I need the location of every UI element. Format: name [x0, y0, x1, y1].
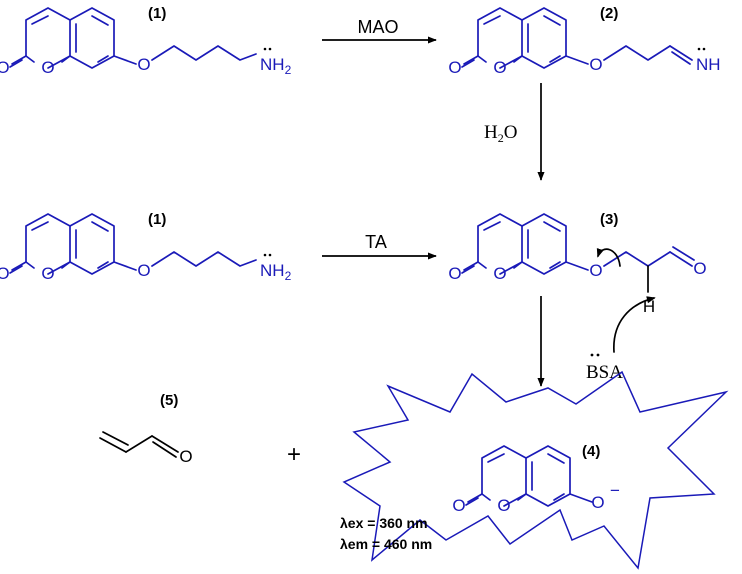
electron-push-arrow [596, 248, 621, 267]
svg-text:NH2: NH2 [260, 261, 292, 283]
reagent-mao: MAO [357, 17, 398, 37]
ring-oxygen: O [493, 264, 506, 283]
compound-label: (4) [582, 443, 600, 460]
ring-oxygen: O [41, 58, 54, 77]
compound-2: O O O NH (2) [448, 5, 720, 77]
compound-1-top: O O O NH2 (1) [0, 5, 292, 77]
compound-label: (1) [148, 5, 166, 22]
ether-oxygen: O [137, 261, 150, 280]
compound-label: (5) [160, 392, 178, 409]
negative-charge: − [610, 481, 620, 500]
ether-oxygen: O [589, 55, 602, 74]
compound-5: O (5) [99, 392, 193, 466]
emission-wavelength: λem = 460 nm [340, 536, 432, 552]
compound-label: (2) [600, 5, 618, 22]
ether-oxygen: O [137, 55, 150, 74]
base-attack-arrow [613, 296, 656, 353]
svg-text:NH: NH [696, 55, 721, 74]
compound-1-middle: O O O NH2 (1) [0, 211, 292, 283]
carbonyl-oxygen: O [448, 58, 461, 77]
compound-label: (3) [600, 211, 618, 228]
ether-oxygen: O [589, 261, 602, 280]
compound-3: O O O O H (3) [448, 211, 706, 316]
amine-group: NH2 [260, 253, 292, 283]
plus-sign: + [287, 441, 301, 468]
excitation-wavelength: λex = 360 nm [340, 515, 428, 531]
carbonyl-oxygen: O [0, 58, 10, 77]
ring-oxygen: O [41, 264, 54, 283]
fluorescence-starburst [342, 370, 729, 570]
carbonyl-oxygen: O [0, 264, 10, 283]
reagent-ta: TA [365, 232, 387, 252]
compound-label: (1) [148, 211, 166, 228]
aldehyde-oxygen: O [693, 259, 706, 278]
reagent-water: H2O [484, 122, 517, 145]
carbonyl-oxygen: O [452, 496, 465, 515]
ring-oxygen: O [497, 496, 510, 515]
svg-text:NH2: NH2 [260, 55, 292, 77]
imine-group: NH [696, 47, 721, 74]
reagent-bsa: BSA [586, 362, 623, 383]
compound-4: O O O − (4) [452, 443, 620, 515]
phenolate-oxygen: O [591, 493, 604, 512]
amine-group: NH2 [260, 47, 292, 77]
ring-oxygen: O [493, 58, 506, 77]
aldehyde-oxygen: O [179, 447, 192, 466]
carbonyl-oxygen: O [448, 264, 461, 283]
